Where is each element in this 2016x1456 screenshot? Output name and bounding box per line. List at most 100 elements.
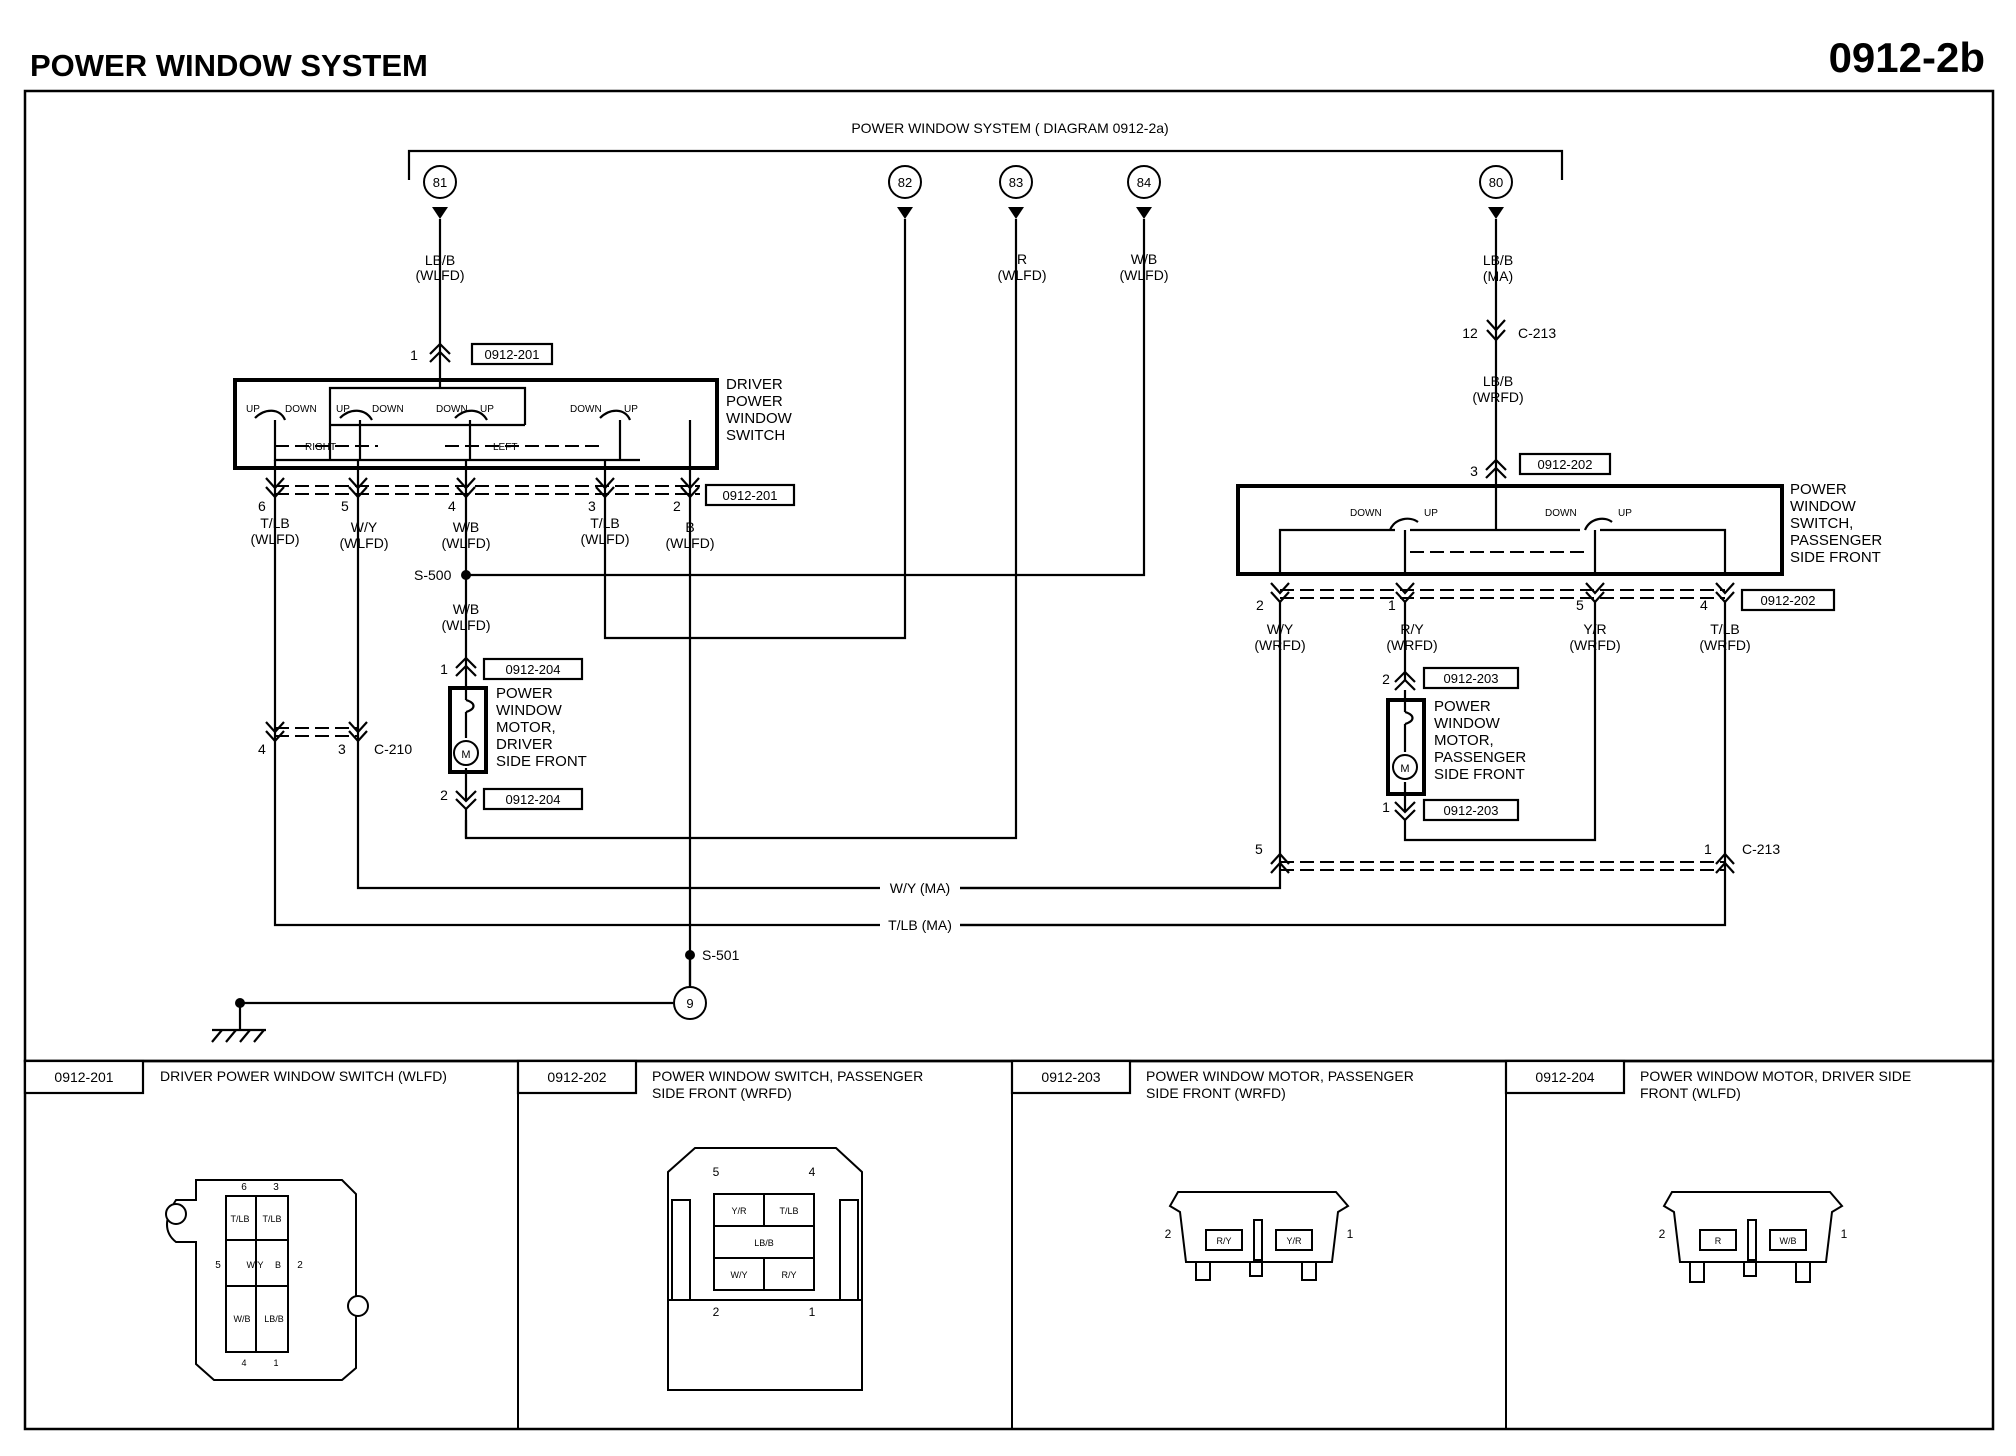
- wire-p2: [960, 602, 1282, 890]
- splice-s500: S-500: [414, 567, 471, 583]
- svg-text:POWER WINDOW SWITCH, PASSENGER: POWER WINDOW SWITCH, PASSENGER: [652, 1068, 923, 1084]
- svg-text:5: 5: [1255, 841, 1263, 857]
- svg-text:5: 5: [1576, 597, 1584, 613]
- svg-text:C-210: C-210: [374, 741, 412, 757]
- svg-text:LEFT: LEFT: [493, 442, 517, 453]
- svg-text:C-213: C-213: [1742, 841, 1780, 857]
- bus-bracket: [407, 149, 1564, 180]
- svg-text:2: 2: [713, 1305, 720, 1319]
- svg-text:PASSENGER: PASSENGER: [1790, 532, 1882, 549]
- terminal-82: 82: [888, 165, 922, 219]
- svg-text:12: 12: [1462, 325, 1478, 341]
- svg-text:1: 1: [809, 1305, 816, 1319]
- svg-text:3: 3: [588, 498, 596, 514]
- svg-text:3: 3: [273, 1182, 279, 1193]
- panel-0912-204: 0912-204 POWER WINDOW MOTOR, DRIVER SIDE…: [1504, 1059, 1911, 1283]
- svg-text:SWITCH: SWITCH: [726, 427, 785, 444]
- svg-text:(MA): (MA): [1483, 268, 1513, 284]
- ref-0912-201-bottom: 0912-201: [723, 488, 778, 503]
- svg-text:83: 83: [1009, 175, 1023, 190]
- svg-text:UP: UP: [246, 404, 260, 415]
- driver-power-window-switch: [233, 378, 719, 470]
- svg-text:W/Y: W/Y: [731, 1270, 748, 1280]
- ground-wire: [238, 955, 692, 1030]
- svg-text:DOWN: DOWN: [285, 404, 317, 415]
- svg-text:T/LB: T/LB: [230, 1214, 249, 1224]
- svg-text:RIGHT: RIGHT: [305, 442, 336, 453]
- driver-switch-connector-face: 6 3 T/LB T/LB 5 W/Y B 2 W/B LB/B 4 1: [165, 1179, 369, 1381]
- panel-0912-202: 0912-202 POWER WINDOW SWITCH, PASSENGER …: [516, 1059, 923, 1391]
- svg-text:R/Y: R/Y: [1400, 621, 1424, 637]
- pass-motor-symbol: [1392, 754, 1418, 780]
- svg-text:3: 3: [338, 741, 346, 757]
- svg-text:UP: UP: [624, 404, 638, 415]
- svg-text:T/LB: T/LB: [260, 515, 290, 531]
- svg-text:(WRFD): (WRFD): [1386, 637, 1437, 653]
- svg-text:(WLFD): (WLFD): [340, 535, 389, 551]
- svg-text:UP: UP: [1618, 508, 1632, 519]
- pass-motor-connector-face: R/Y Y/R 2 1: [1165, 1191, 1354, 1281]
- svg-text:DRIVER: DRIVER: [726, 376, 783, 393]
- svg-text:S-500: S-500: [414, 567, 452, 583]
- svg-text:R/Y: R/Y: [1216, 1236, 1231, 1246]
- wire-p5: [1403, 602, 1597, 842]
- panel-0912-203: 0912-203 POWER WINDOW MOTOR, PASSENGER S…: [1010, 1059, 1414, 1281]
- svg-text:R: R: [1715, 1236, 1722, 1246]
- svg-text:WINDOW: WINDOW: [1790, 498, 1857, 515]
- svg-text:2: 2: [1659, 1227, 1666, 1241]
- svg-text:MOTOR,: MOTOR,: [496, 719, 556, 736]
- svg-text:(WLFD): (WLFD): [416, 267, 465, 283]
- svg-text:1: 1: [1841, 1227, 1848, 1241]
- svg-text:DRIVER: DRIVER: [496, 736, 553, 753]
- svg-text:1: 1: [1347, 1227, 1354, 1241]
- svg-text:DOWN: DOWN: [1350, 508, 1382, 519]
- ref-0912-201-top: 0912-201: [485, 347, 540, 362]
- driver-motor-symbol: [453, 740, 479, 766]
- driver-motor-connector-face: R W/B 2 1: [1659, 1191, 1848, 1283]
- svg-text:1: 1: [410, 347, 418, 363]
- svg-text:(WLFD): (WLFD): [581, 531, 630, 547]
- svg-text:82: 82: [898, 175, 912, 190]
- wire-p4: [960, 602, 1727, 927]
- svg-text:SIDE FRONT: SIDE FRONT: [1434, 766, 1525, 783]
- pass-switch-connector-face: 5 4 Y/R T/LB LB/B W/Y R/Y 2 1: [667, 1147, 863, 1391]
- wire-d6: [273, 460, 1250, 927]
- passenger-power-window-switch: [1236, 484, 1784, 576]
- svg-text:1: 1: [440, 661, 448, 677]
- svg-text:2: 2: [1165, 1227, 1172, 1241]
- svg-text:POWER: POWER: [726, 393, 783, 410]
- svg-text:(WLFD): (WLFD): [998, 267, 1047, 283]
- pass-switch-label: POWER WINDOW SWITCH, PASSENGER SIDE FRON…: [1790, 481, 1882, 566]
- svg-text:W/B: W/B: [234, 1314, 251, 1324]
- wire-label-83: R: [1017, 251, 1027, 267]
- svg-text:0912-201: 0912-201: [54, 1069, 113, 1085]
- svg-text:S-501: S-501: [702, 947, 740, 963]
- svg-text:(WLFD): (WLFD): [666, 535, 715, 551]
- svg-text:3: 3: [1470, 463, 1478, 479]
- svg-text:DOWN: DOWN: [570, 404, 602, 415]
- pass-motor-connector-2: 2 0912-203: [1382, 666, 1520, 691]
- driver-window-motor: [448, 686, 488, 774]
- svg-text:PASSENGER: PASSENGER: [1434, 749, 1526, 766]
- svg-text:WINDOW: WINDOW: [1434, 715, 1501, 732]
- svg-text:0912-204: 0912-204: [1535, 1069, 1594, 1085]
- svg-text:1: 1: [1704, 841, 1712, 857]
- svg-text:2: 2: [440, 787, 448, 803]
- bus-label: POWER WINDOW SYSTEM ( DIAGRAM 0912-2a): [851, 120, 1168, 136]
- wire-84: [466, 219, 1146, 577]
- svg-text:T/LB: T/LB: [590, 515, 620, 531]
- svg-text:6: 6: [258, 498, 266, 514]
- svg-text:4: 4: [241, 1358, 246, 1368]
- svg-text:POWER WINDOW MOTOR, PASSENGER: POWER WINDOW MOTOR, PASSENGER: [1146, 1068, 1414, 1084]
- wire-label-tlb-ma: T/LB (MA): [888, 917, 952, 933]
- svg-text:1: 1: [1382, 799, 1390, 815]
- svg-text:POWER WINDOW MOTOR, DRIVER SID: POWER WINDOW MOTOR, DRIVER SIDE: [1640, 1068, 1911, 1084]
- svg-text:4: 4: [448, 498, 456, 514]
- svg-text:FRONT (WLFD): FRONT (WLFD): [1640, 1085, 1741, 1101]
- svg-text:4: 4: [1700, 597, 1708, 613]
- svg-text:DRIVER POWER WINDOW SWITCH (WL: DRIVER POWER WINDOW SWITCH (WLFD): [160, 1068, 447, 1084]
- wire-label-80b: LB/B: [1483, 373, 1513, 389]
- svg-text:DOWN: DOWN: [436, 404, 468, 415]
- svg-text:SIDE FRONT (WRFD): SIDE FRONT (WRFD): [652, 1085, 792, 1101]
